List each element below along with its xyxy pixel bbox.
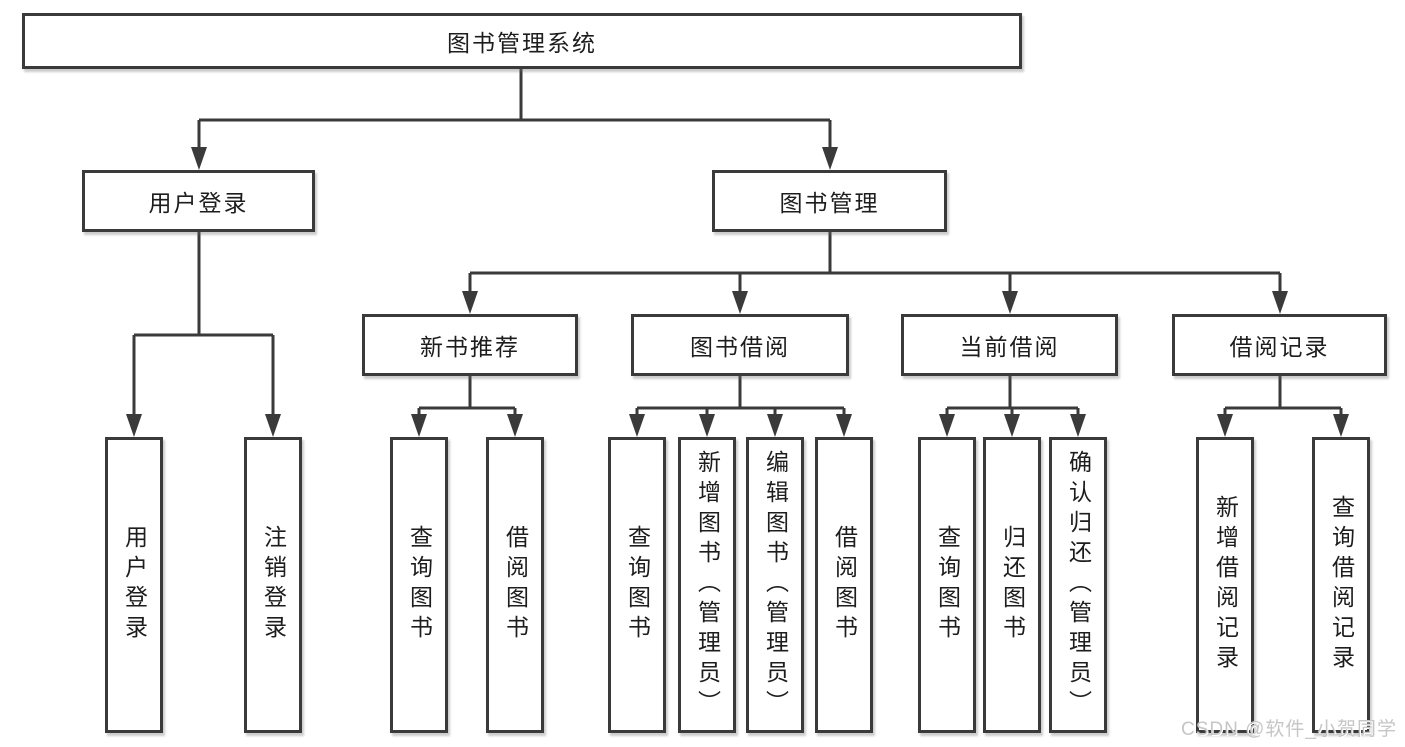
leaf-label: 查询图书: [624, 525, 651, 645]
leaf-borrow-books-recommend: 借阅图书: [486, 437, 544, 733]
leaf-label: 查询图书: [406, 525, 433, 645]
leaf-label: 编辑图书（管理员）: [762, 450, 789, 720]
leaf-query-borrow-record: 查询借阅记录: [1312, 437, 1370, 733]
leaf-edit-book-admin: 编辑图书（管理员）: [746, 437, 804, 733]
node-book-management: 图书管理: [712, 170, 947, 232]
leaf-label: 借阅图书: [502, 525, 529, 645]
leaf-label: 借阅图书: [831, 525, 858, 645]
leaf-label: 查询借阅记录: [1328, 495, 1355, 675]
node-label: 用户登录: [148, 190, 249, 216]
node-book-borrowing: 图书借阅: [631, 314, 849, 376]
leaf-add-borrow-record: 新增借阅记录: [1196, 437, 1254, 733]
leaf-logout: 注销登录: [244, 437, 302, 733]
node-label: 借阅记录: [1229, 334, 1330, 360]
csdn-watermark: CSDN @软件_小贺同学: [1181, 719, 1397, 740]
leaf-label: 确认归还（管理员）: [1065, 450, 1092, 720]
leaf-label: 用户登录: [121, 525, 148, 645]
node-current-borrowing: 当前借阅: [901, 314, 1118, 376]
node-user-login: 用户登录: [82, 170, 315, 232]
leaf-return-book: 归还图书: [983, 437, 1041, 733]
node-label: 当前借阅: [959, 334, 1060, 360]
leaf-label: 新增借阅记录: [1212, 495, 1239, 675]
leaf-query-books-current: 查询图书: [918, 437, 976, 733]
leaf-add-book-admin: 新增图书（管理员）: [678, 437, 736, 733]
leaf-label: 新增图书（管理员）: [694, 450, 721, 720]
leaf-label: 归还图书: [999, 525, 1026, 645]
leaf-label: 注销登录: [260, 525, 287, 645]
node-label: 图书管理系统: [447, 30, 597, 56]
node-new-book-recommendation: 新书推荐: [362, 314, 578, 376]
leaf-label: 查询图书: [934, 525, 961, 645]
leaf-confirm-return-admin: 确认归还（管理员）: [1049, 437, 1107, 733]
node-library-management-system: 图书管理系统: [22, 13, 1022, 69]
node-label: 图书管理: [779, 190, 880, 216]
leaf-user-login: 用户登录: [105, 437, 163, 733]
leaf-borrow-books-borrowing: 借阅图书: [815, 437, 873, 733]
node-label: 图书借阅: [690, 334, 790, 360]
leaf-query-books-borrowing: 查询图书: [608, 437, 666, 733]
leaf-query-books-recommend: 查询图书: [390, 437, 448, 733]
node-borrowing-records: 借阅记录: [1172, 314, 1387, 376]
node-label: 新书推荐: [420, 334, 520, 360]
